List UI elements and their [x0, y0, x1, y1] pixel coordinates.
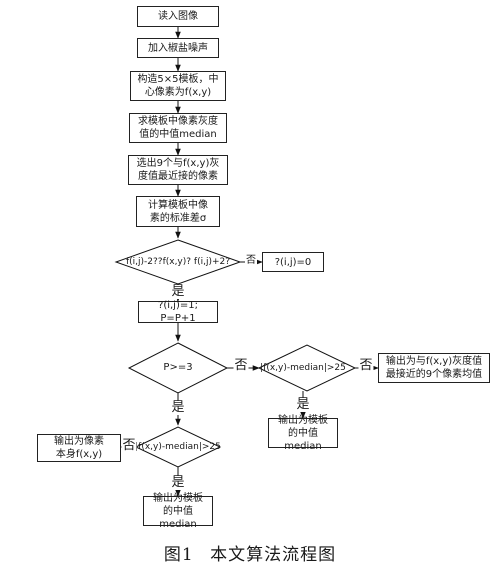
node-out-self: 输出为像素 本身f(x,y)	[37, 434, 121, 462]
node-select9: 选出9个与f(x,y)灰 度值最近接的像素	[128, 155, 228, 185]
node-read-image-label: 读入图像	[158, 11, 198, 22]
edge-label-condp-no: 否	[233, 358, 249, 373]
node-select9-label: 选出9个与f(x,y)灰 度值最近接的像素	[136, 158, 220, 182]
edge-label-left-yes: 是	[170, 475, 186, 490]
node-median: 求模板中像素灰度 值的中值median	[129, 113, 227, 143]
node-out-median-right-label: 输出为模板 的中值median	[278, 414, 328, 452]
node-out-mean-label: 输出为与f(x,y)灰度值 最接近的9个像素均值	[385, 356, 483, 380]
node-set-zero: ?(i,j)=0	[262, 252, 324, 272]
decision-left-shape	[134, 426, 222, 468]
figure-caption: 图1 本文算法流程图	[163, 545, 337, 565]
node-out-median-bottom: 输出为模板 的中值median	[143, 493, 213, 530]
node-std: 计算模板中像 素的标准差σ	[136, 196, 220, 227]
node-build-template-label: 构造5×5模板，中 心像素为f(x,y)	[137, 74, 219, 98]
node-out-median-bottom-label: 输出为模板 的中值median	[153, 492, 203, 530]
node-out-self-label: 输出为像素 本身f(x,y)	[54, 436, 104, 460]
node-std-label: 计算模板中像 素的标准差σ	[148, 199, 208, 224]
node-build-template: 构造5×5模板，中 心像素为f(x,y)	[130, 71, 226, 101]
node-set-zero-label: ?(i,j)=0	[274, 256, 312, 268]
decision-p-label: P>=3	[163, 362, 193, 373]
node-median-label: 求模板中像素灰度 值的中值median	[138, 116, 218, 140]
edge-label-right-yes: 是	[295, 397, 311, 412]
edge-label-cond1-yes: 是	[170, 284, 186, 299]
edge-label-right-no: 否	[358, 358, 374, 373]
node-set-one-label: ?(i,j)=1; P=P+1	[158, 300, 198, 324]
edge-label-left-no: 否	[121, 438, 137, 453]
node-read-image: 读入图像	[137, 6, 219, 27]
edge-label-condp-yes: 是	[170, 400, 186, 415]
edge-label-cond1-no: 否	[245, 254, 257, 268]
node-add-noise-label: 加入椒盐噪声	[148, 42, 208, 54]
node-set-one: ?(i,j)=1; P=P+1	[138, 300, 218, 324]
node-out-median-right: 输出为模板 的中值median	[268, 415, 338, 452]
decision-cond1-label: f(i,j)-2??f(x,y)? f(i,j)+2?	[125, 257, 231, 267]
node-add-noise: 加入椒盐噪声	[137, 38, 219, 58]
node-out-mean: 输出为与f(x,y)灰度值 最接近的9个像素均值	[378, 353, 490, 383]
decision-left-label: |f(x,y)-median|>25	[135, 442, 221, 452]
decision-right-label: |f(x,y)-median|>25	[260, 363, 346, 373]
